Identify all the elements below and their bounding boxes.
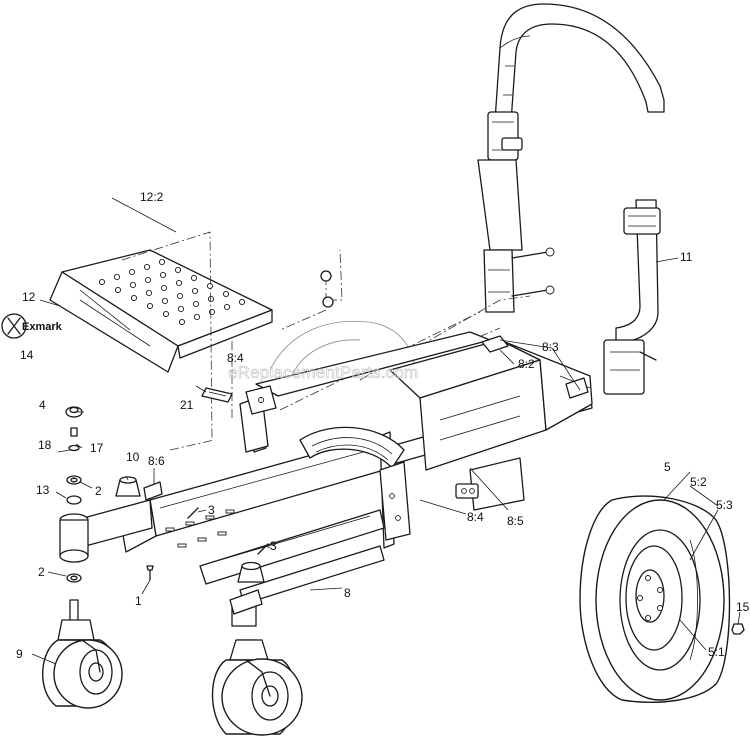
caster-wheel-right [211,639,303,736]
lug-nut-15 [731,623,745,635]
clip-21 [201,387,233,403]
callout-18: 18 [38,438,52,452]
callout-labels: 12:2 12 14 8:4 21 4 17 18 2 13 10 8:6 3 … [16,190,750,661]
roll-bar-upper [477,3,665,313]
callout-8-6: 8:6 [148,454,165,468]
bolt-1 [146,565,154,581]
callout-1: 1 [135,594,142,608]
callout-5-1: 5:1 [708,645,725,659]
callout-5-2: 5:2 [690,475,707,489]
callout-5-3: 5:3 [716,498,733,512]
fastener-centerlines [169,249,531,451]
callout-11: 11 [680,250,693,264]
callout-8-3: 8:3 [542,340,559,354]
callout-4: 4 [39,398,46,412]
foot-plate-mount-lines [111,197,233,441]
callout-5: 5 [664,460,671,474]
roll-bar-lower [603,199,661,395]
rear-wheel [579,495,731,703]
callout-13: 13 [36,483,50,497]
caster-wheel-left [42,619,123,709]
exmark-logo-decal: Exmark [1,313,63,339]
spindle-stack [65,406,83,623]
foot-plate-holes [98,258,246,326]
callout-3-left: 3 [208,503,215,517]
bolt-3b [257,543,269,555]
callout-8-5: 8:5 [507,514,524,528]
svg-text:Exmark: Exmark [22,321,63,333]
caster-arm-left [59,499,153,563]
callout-17: 17 [90,441,104,455]
isolator-front-right [237,561,265,583]
tab-8-6 [143,481,163,501]
bolt-3a [187,507,199,519]
callout-3-right: 3 [270,539,277,553]
foot-plate [49,249,273,373]
callout-12-2: 12:2 [140,190,164,204]
callout-15: 15 [736,600,750,614]
main-frame [119,331,593,605]
callout-2-lower: 2 [38,565,45,579]
callout-8-2: 8:2 [518,357,535,371]
leader-lines [31,257,741,665]
callout-21: 21 [180,398,194,412]
callout-10: 10 [126,450,140,464]
callout-14: 14 [20,348,34,362]
callout-12: 12 [22,290,36,304]
callout-2-upper: 2 [95,484,102,498]
watermark-text: eReplacementParts.com [228,363,418,382]
callout-9: 9 [16,647,23,661]
callout-8: 8 [344,586,351,600]
callout-8-4-upper: 8:4 [227,351,244,365]
callout-8-4-lower: 8:4 [467,510,484,524]
